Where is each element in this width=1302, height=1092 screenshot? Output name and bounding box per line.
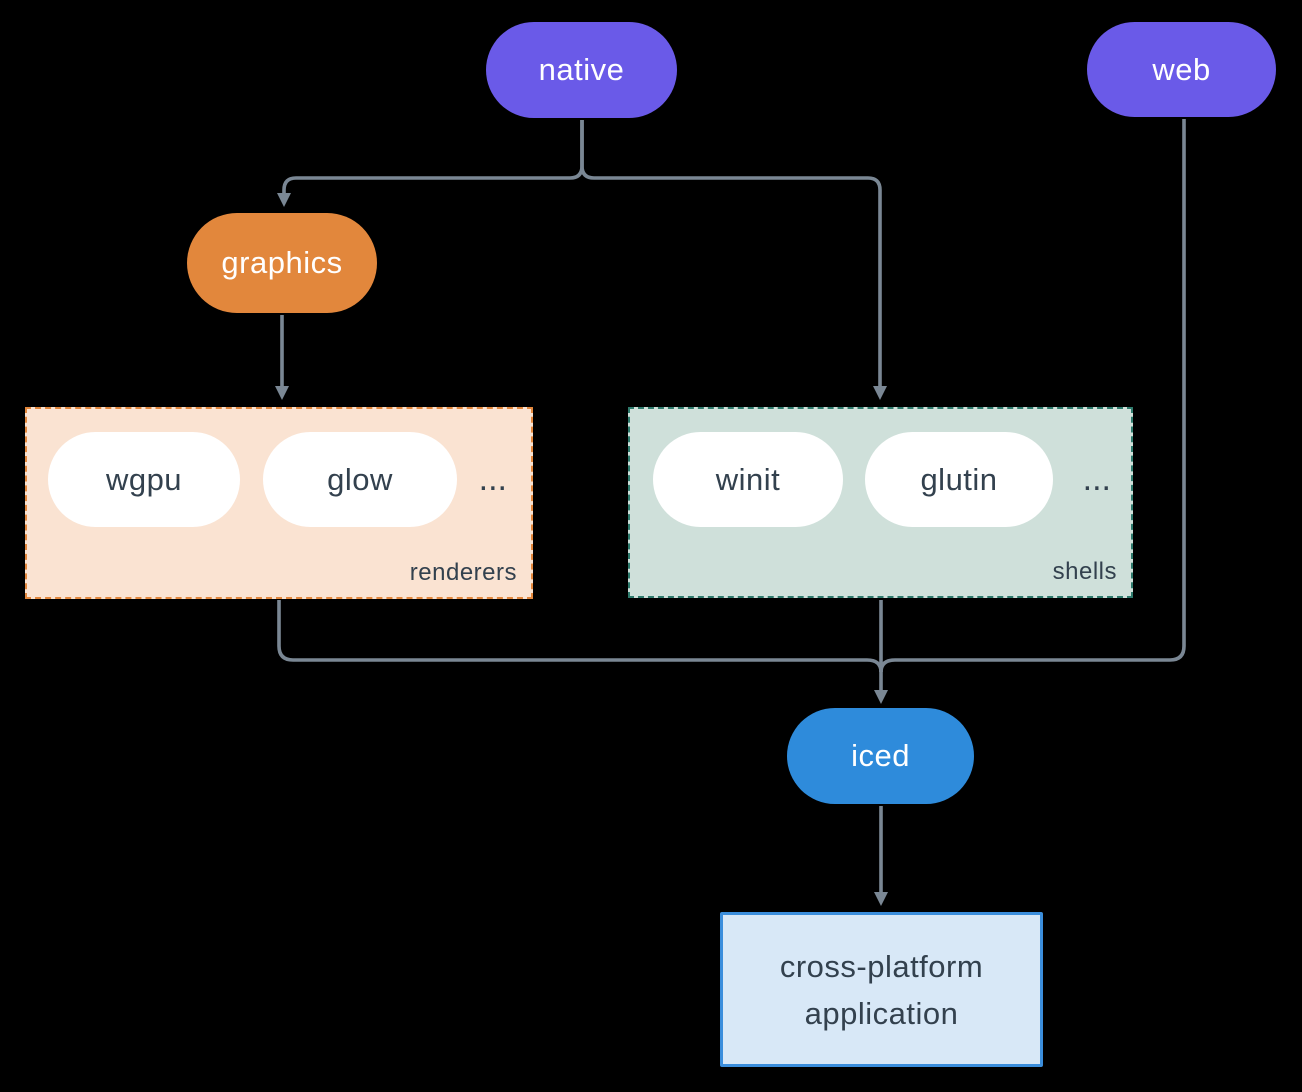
app-label-line1: cross-platform [779, 948, 984, 984]
arrowhead-into-app [874, 892, 888, 906]
node-web: web [1087, 22, 1276, 117]
arrowhead-into-iced [874, 690, 888, 704]
node-glow: glow [263, 432, 457, 527]
arrowhead-into-shells [873, 386, 887, 400]
node-glow-label: glow [327, 461, 393, 497]
group-shells: winit glutin ... shells [628, 407, 1133, 598]
node-iced: iced [787, 708, 974, 804]
group-renderers: wgpu glow ... renderers [25, 407, 533, 599]
node-iced-label: iced [851, 738, 910, 773]
renderers-group-label: renderers [409, 559, 517, 586]
node-native-label: native [538, 52, 625, 87]
node-winit: winit [653, 432, 843, 527]
node-graphics-label: graphics [221, 245, 343, 280]
shells-group-label: shells [1052, 558, 1117, 585]
edge-native-to-graphics [282, 120, 584, 194]
renderers-ellipsis: ... [478, 460, 507, 498]
arrowhead-into-renderers [275, 386, 289, 400]
node-glutin-label: glutin [920, 461, 998, 497]
node-web-label: web [1152, 51, 1211, 87]
node-glutin: glutin [865, 432, 1053, 527]
app-label-line2: application [804, 995, 959, 1031]
edge-native-to-shells [580, 120, 882, 387]
node-graphics: graphics [187, 213, 377, 313]
node-native: native [486, 22, 677, 118]
node-wgpu-label: wgpu [105, 461, 183, 497]
node-winit-label: winit [715, 461, 781, 497]
arrowhead-into-graphics [277, 193, 291, 207]
node-cross-platform-application: cross-platform application [720, 912, 1043, 1067]
edge-renderers-to-iced [277, 600, 883, 673]
shells-ellipsis: ... [1082, 460, 1111, 498]
node-wgpu: wgpu [48, 432, 240, 527]
